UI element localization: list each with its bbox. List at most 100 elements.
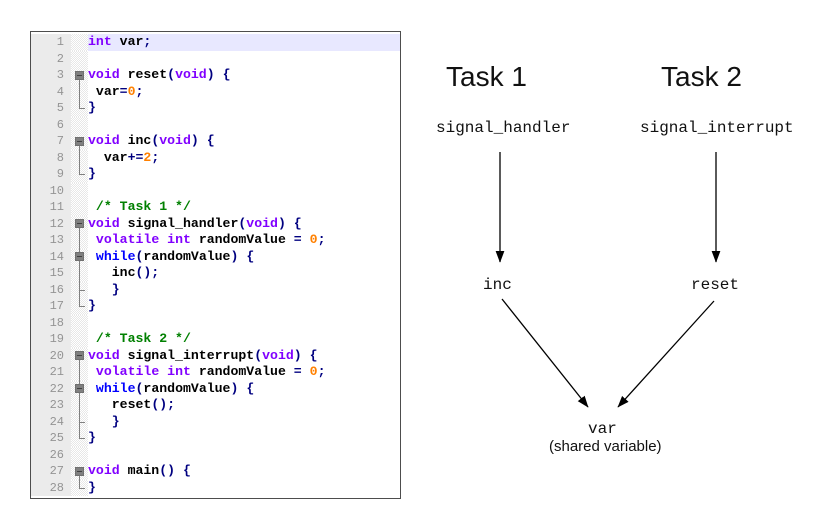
fold-collapse-toggle-icon[interactable]: [74, 351, 84, 360]
fold-connector-line: [79, 232, 80, 241]
line-number: 26: [31, 446, 71, 463]
line-number: 9: [31, 166, 71, 183]
fold-connector-line: [79, 289, 85, 291]
task1-heading: Task 1: [446, 61, 527, 92]
code-text[interactable]: [88, 183, 400, 200]
code-line: 25}: [31, 430, 400, 447]
fold-collapse-toggle-icon[interactable]: [74, 384, 84, 393]
fold-margin-cell: [71, 149, 88, 166]
code-line: 24 }: [31, 413, 400, 430]
node-inc: inc: [483, 276, 512, 294]
code-text[interactable]: void inc(void) {: [88, 133, 215, 148]
code-line: 6: [31, 116, 400, 134]
fold-margin-cell: [71, 463, 88, 480]
fold-connector-line: [79, 397, 80, 406]
code-text[interactable]: reset();: [88, 397, 176, 412]
fold-connector-line: [79, 83, 80, 92]
code-text[interactable]: }: [111, 413, 120, 429]
code-text[interactable]: }: [88, 430, 96, 445]
node-var: var: [588, 420, 617, 438]
fold-margin-cell: [71, 116, 88, 133]
code-text[interactable]: /* Task 2 */: [88, 331, 191, 346]
line-number: 11: [31, 199, 71, 216]
code-text[interactable]: void signal_handler(void) {: [88, 215, 302, 231]
fold-connector-line: [79, 372, 80, 381]
code-text[interactable]: var+=2;: [88, 149, 160, 165]
code-text[interactable]: volatile int randomValue = 0;: [95, 364, 326, 379]
code-text[interactable]: inc();: [88, 265, 160, 280]
fold-margin-cell: [71, 67, 88, 84]
fold-collapse-toggle-icon[interactable]: [74, 466, 84, 476]
fold-margin-cell: [71, 446, 88, 463]
code-line: 7 void inc(void) {: [31, 133, 400, 150]
code-text[interactable]: void signal_interrupt(void) {: [88, 347, 318, 363]
code-text[interactable]: while(randomValue) {: [95, 248, 255, 264]
line-number: 23: [31, 397, 71, 414]
code-text[interactable]: }: [88, 479, 96, 495]
fold-margin-cell: [71, 215, 88, 232]
fold-margin-cell: [71, 314, 88, 331]
code-text[interactable]: /* Task 1 */: [88, 199, 191, 214]
fold-margin-cell: [71, 281, 88, 298]
code-text[interactable]: }: [88, 166, 96, 181]
code-line: 16 }: [31, 281, 400, 298]
code-text[interactable]: [88, 117, 400, 134]
code-text[interactable]: }: [88, 100, 96, 115]
fold-connector-line: [79, 479, 80, 488]
code-text[interactable]: }: [88, 298, 96, 313]
code-line: 10: [31, 182, 400, 200]
fold-connector-line: [79, 430, 80, 439]
code-text[interactable]: }: [111, 281, 120, 297]
code-line: 15 inc();: [31, 265, 400, 282]
line-number: 2: [31, 50, 71, 67]
fold-collapse-toggle-icon[interactable]: [74, 70, 84, 80]
fold-margin-cell: [71, 232, 88, 249]
code-text[interactable]: [88, 51, 400, 68]
line-number: 1: [31, 34, 71, 51]
code-text[interactable]: void main() {: [88, 463, 191, 478]
code-line: 8 var+=2;: [31, 149, 400, 166]
code-line: 20 void signal_interrupt(void) {: [31, 347, 400, 364]
fold-connector-line: [79, 364, 80, 373]
fold-connector-line: [79, 438, 85, 439]
line-number: 20: [31, 347, 71, 364]
line-number: 7: [31, 133, 71, 150]
fold-connector-line: [79, 91, 80, 100]
code-text[interactable]: volatile int randomValue = 0;: [95, 232, 326, 247]
code-line: 9}: [31, 166, 400, 183]
line-number: 5: [31, 100, 71, 117]
code-line: 22 while(randomValue) {: [31, 380, 400, 397]
fold-connector-line: [79, 421, 80, 430]
line-number: 8: [31, 149, 71, 166]
fold-collapse-toggle-icon[interactable]: [74, 136, 84, 146]
code-line: 18: [31, 314, 400, 332]
fold-connector-line: [79, 108, 85, 109]
fold-collapse-toggle-icon[interactable]: [74, 252, 84, 261]
code-text[interactable]: int var;: [88, 34, 400, 51]
fold-connector-line: [79, 306, 85, 307]
code-text[interactable]: [88, 315, 400, 332]
code-line: 1 int var;: [31, 34, 400, 51]
fold-connector-line: [79, 273, 80, 282]
code-text[interactable]: while(randomValue) {: [95, 380, 255, 396]
fold-margin-cell: [71, 133, 88, 150]
code-text[interactable]: [88, 447, 400, 464]
code-text[interactable]: void reset(void) {: [88, 67, 231, 82]
code-line: 28}: [31, 479, 400, 496]
fold-margin-cell: [71, 199, 88, 216]
fold-collapse-toggle-icon[interactable]: [74, 219, 84, 228]
fold-connector-line: [79, 174, 85, 175]
fold-margin-cell: [71, 413, 88, 430]
fold-connector-line: [79, 421, 85, 423]
task2-heading: Task 2: [661, 61, 742, 92]
code-line: 26: [31, 446, 400, 464]
line-number: 12: [31, 215, 71, 232]
fold-connector-line: [79, 100, 80, 109]
line-number: 17: [31, 298, 71, 315]
fold-connector-line: [79, 265, 80, 274]
code-text[interactable]: var=0;: [88, 83, 144, 99]
fold-connector-line: [79, 298, 80, 307]
fold-margin-cell: [71, 83, 88, 100]
